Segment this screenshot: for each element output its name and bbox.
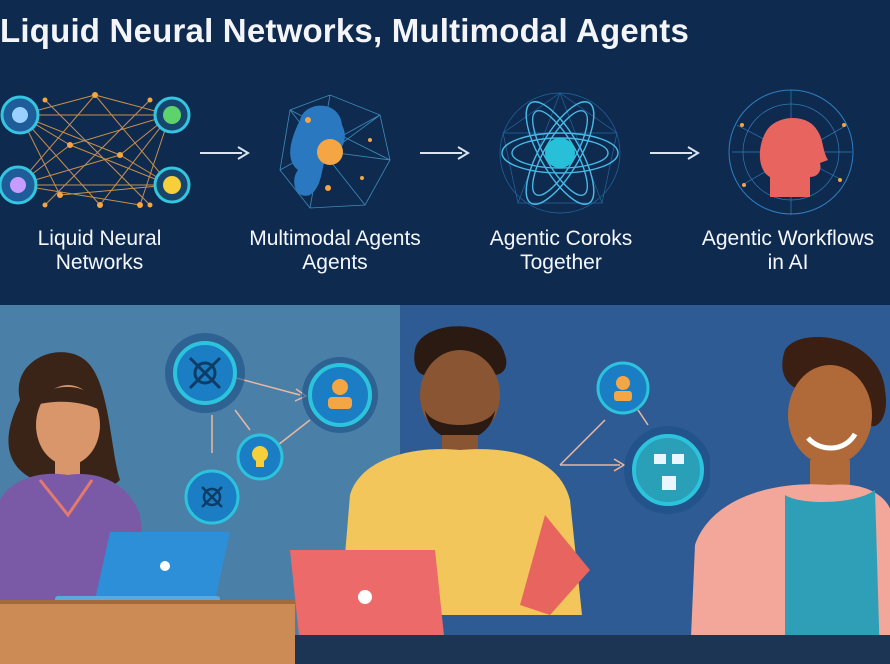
- man-right-character: [690, 337, 890, 660]
- stage-caption-line: in AI: [767, 251, 809, 274]
- stage-caption-1: Liquid Neural Networks: [2, 227, 197, 275]
- desk: [295, 635, 890, 664]
- brain-icon: [279, 94, 391, 209]
- stage-caption-3: Agentic Coroks Together: [468, 227, 654, 275]
- user-icon: [328, 379, 352, 409]
- stage-caption-line: Agents: [302, 251, 368, 274]
- flowchart-icon: [654, 454, 684, 490]
- atom-icon: [499, 92, 621, 214]
- laptop-left: [55, 532, 230, 604]
- stage-caption-4: Agentic Workflows in AI: [686, 227, 890, 275]
- lightbulb-icon: [252, 446, 268, 467]
- banner: Liquid Neural Networks, Multimodal Agent…: [0, 0, 890, 305]
- page-title: Liquid Neural Networks, Multimodal Agent…: [0, 12, 690, 49]
- stage-caption-line: Multimodal Agents: [249, 227, 421, 250]
- team-illustration: [0, 305, 890, 664]
- arrow-right-icon: [650, 146, 700, 160]
- stage-caption-line: Liquid Neural: [37, 227, 162, 250]
- workflow-icon-cluster: [559, 361, 710, 514]
- stage-caption-2: Multimodal Agents Agents: [230, 227, 440, 275]
- stage-caption-line: Agentic Workflows: [701, 227, 875, 250]
- arrow-right-icon: [200, 146, 250, 160]
- gear-icon: [201, 486, 223, 508]
- head-profile-icon: [728, 89, 854, 215]
- stage-caption-line: Networks: [55, 251, 144, 274]
- user-icon: [614, 376, 632, 401]
- neural-network-icon: [0, 92, 191, 208]
- stage-caption-line: Agentic Coroks: [489, 227, 633, 250]
- stage-caption-line: Together: [520, 251, 602, 274]
- desk: [0, 600, 295, 664]
- agent-icon-cluster: [165, 333, 378, 525]
- arrow-right-icon: [420, 146, 470, 160]
- gear-icon: [188, 356, 222, 390]
